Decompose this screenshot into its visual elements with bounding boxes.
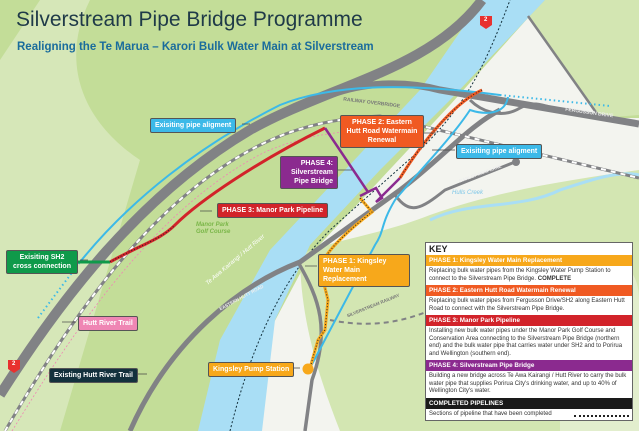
existing-pipe-callout-right: Exisiting pipe aligment (456, 144, 543, 159)
key-completed-label: COMPLETED PIPELINES (426, 397, 632, 409)
phase2-pipeline-done (399, 89, 483, 179)
green-area-top-right (528, 0, 639, 118)
light-green-area (0, 0, 140, 431)
existing-pipe-callout-left: Exisiting pipe aligment (150, 118, 237, 133)
phase1-pipeline-done (309, 197, 373, 369)
railway-dashes (4, 114, 639, 431)
existing-pipe-solid (79, 86, 501, 263)
hutt-river-trail-path (11, 129, 371, 431)
completed-pipeline-swatch-icon (574, 414, 629, 419)
hulls-creek (429, 172, 639, 222)
sh2-connection-callout: Exisiting SH2 cross connection (6, 250, 78, 274)
key-phase1-text: Replacing bulk water pipes from the King… (429, 268, 611, 282)
key-phase3-label: PHASE 3: Manor Park Pipeline (426, 315, 632, 326)
phase2-callout: PHASE 2: Eastern Hutt Road Watermain Ren… (340, 115, 424, 148)
kingsley-road (296, 261, 324, 431)
barley-mow-lane-end (512, 158, 520, 166)
page-subtitle: Realigning the Te Marua – Karori Bulk Wa… (17, 41, 374, 53)
eastern-hutt-road (127, 107, 502, 431)
sh2-highway (0, 0, 487, 398)
existing-pipe-branch (309, 96, 509, 369)
phase4-callout: PHASE 4: Silverstream Pipe Bridge (280, 156, 338, 189)
hutt-river (198, 0, 545, 431)
key-phase2-label: PHASE 2: Eastern Hutt Road Watermain Ren… (426, 285, 632, 296)
key-phase1-desc: Replacing bulk water pipes from the King… (426, 266, 632, 285)
pump-station-callout: Kingsley Pump Station (208, 362, 295, 377)
key-phase1-label: PHASE 1: Kingsley Water Main Replacement (426, 255, 632, 266)
phase3-pipeline (109, 126, 326, 264)
page-title: Silverstream Pipe Bridge Programme (16, 8, 363, 31)
sh2-marker-top: 2 (484, 17, 488, 23)
hutt-river-trail-callout: Hutt River Trail (78, 316, 138, 331)
phase1-callout: PHASE 1: Kingsley Water Main Replacement (318, 254, 410, 287)
existing-trail-callout: Existing Hutt River Trail (49, 368, 138, 383)
key-phase3-desc: Installing new bulk water pipes under th… (429, 328, 623, 357)
key-completed-desc: Sections of pipeline that have been comp… (429, 410, 552, 417)
key-phase2-desc: Replacing bulk water pipes from Fergusso… (429, 298, 625, 312)
sh2-marker-bottom: 2 (12, 361, 16, 367)
key-completed-row: Sections of pipeline that have been comp… (426, 409, 632, 421)
barley-mow-lane (393, 160, 516, 210)
existing-hutt-river-trail-path (229, 0, 511, 431)
existing-pipe-dotted-right (499, 94, 611, 107)
interchange-loop (468, 98, 581, 115)
phase4-bridge (323, 127, 401, 204)
key-phase4-desc: Building a new bridge across Te Awa Kair… (429, 373, 627, 394)
phase3-pipeline-done (109, 224, 176, 263)
golf-course-label: Manor Park Golf Course (196, 222, 231, 235)
key-phase4-label: PHASE 4: Silverstream Pipe Bridge (426, 360, 632, 371)
sh2-shield-bottom (8, 360, 20, 373)
kingsley-pump-station-marker (302, 363, 314, 375)
key-title: KEY (429, 244, 448, 254)
hulls-creek-label: Hulls Creek (452, 190, 484, 196)
key-phase1-status: COMPLETE (537, 275, 572, 282)
sh2-shield-top (480, 16, 492, 29)
map-key: KEY PHASE 1: Kingsley Water Main Replace… (425, 242, 633, 421)
side-road (526, 15, 602, 119)
phase3-callout: PHASE 3: Manor Park Pipeline (217, 203, 329, 218)
